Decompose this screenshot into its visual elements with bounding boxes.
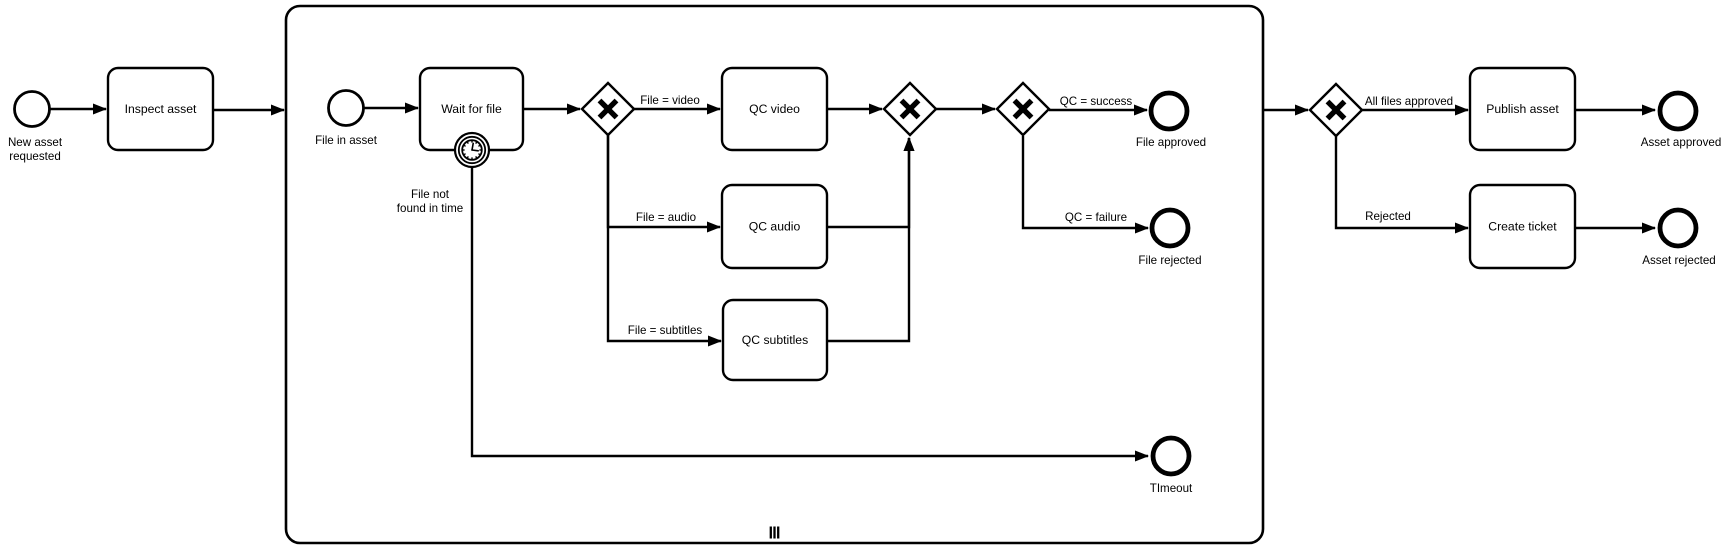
flow-qc-subtitles-to-merge[interactable] xyxy=(827,137,915,343)
end-event-asset-rejected-label: Asset rejected xyxy=(1642,254,1715,267)
task-qc-subtitles-label: QC subtitles xyxy=(742,333,808,347)
end-event-timeout[interactable]: TImeout xyxy=(1150,435,1193,495)
task-wait-for-file-label: Wait for file xyxy=(441,102,502,116)
task-inspect-asset-shape[interactable] xyxy=(106,66,215,152)
task-qc-video[interactable]: QC video xyxy=(720,66,829,152)
flow-timeout[interactable] xyxy=(470,168,1149,462)
task-publish-asset-label: Publish asset xyxy=(1486,102,1559,116)
end-event-asset-approved-label: Asset approved xyxy=(1641,136,1722,149)
task-wait-for-file[interactable]: Wait for file xyxy=(418,66,525,152)
end-event-file-approved[interactable]: File approved xyxy=(1136,90,1206,149)
subprocess-file-qc[interactable] xyxy=(284,4,1265,545)
start-event-new-asset-requested-shape[interactable] xyxy=(13,90,51,128)
gateway-file-type-split[interactable] xyxy=(580,81,636,137)
exclusive-x-icon xyxy=(1012,98,1034,120)
flow-file-audio-label: File = audio xyxy=(636,211,696,224)
end-event-file-approved-shape[interactable] xyxy=(1148,90,1190,132)
flow-file-video[interactable]: File = video xyxy=(634,94,721,115)
gateway-asset-result[interactable] xyxy=(1308,82,1364,138)
flow-file-video-label: File = video xyxy=(640,94,700,107)
flow-rejected-label: Rejected xyxy=(1365,210,1411,223)
task-qc-subtitles[interactable]: QC subtitles xyxy=(721,298,829,382)
task-qc-audio[interactable]: QC audio xyxy=(720,183,829,270)
boundary-timer-event-inner-ring xyxy=(457,135,487,165)
flow-qc-failure-label: QC = failure xyxy=(1065,211,1127,224)
exclusive-x-icon xyxy=(597,98,619,120)
flow-qc-success[interactable]: QC = success xyxy=(1049,95,1148,116)
exclusive-x-icon xyxy=(1325,99,1347,121)
flow-qc-failure-line[interactable] xyxy=(1021,136,1149,234)
task-create-ticket-label: Create ticket xyxy=(1488,220,1557,234)
end-event-file-rejected-shape[interactable] xyxy=(1149,207,1191,249)
flow-all-files-approved-label: All files approved xyxy=(1365,95,1453,108)
task-inspect-asset[interactable]: Inspect asset xyxy=(106,66,215,152)
task-qc-video-label: QC video xyxy=(749,102,800,116)
gateway-qc-result[interactable] xyxy=(995,81,1051,137)
start-event-file-in-asset-shape[interactable] xyxy=(327,89,365,127)
task-publish-asset[interactable]: Publish asset xyxy=(1468,66,1577,152)
flow-qc-success-label: QC = success xyxy=(1060,95,1133,108)
flow-file-subtitles-label: File = subtitles xyxy=(628,324,703,337)
flow-rejected[interactable]: Rejected xyxy=(1334,136,1469,234)
task-create-ticket[interactable]: Create ticket xyxy=(1468,183,1577,270)
task-qc-video-shape[interactable] xyxy=(720,66,829,152)
task-qc-audio-shape[interactable] xyxy=(720,183,829,270)
clock-icon xyxy=(461,139,483,161)
exclusive-x-icon xyxy=(899,98,921,120)
end-event-timeout-shape[interactable] xyxy=(1150,435,1192,477)
flow-all-files-approved[interactable]: All files approved xyxy=(1362,95,1469,116)
end-event-file-rejected-label: File rejected xyxy=(1138,254,1201,267)
start-event-file-in-asset[interactable]: File in asset xyxy=(315,89,378,148)
end-event-asset-approved[interactable]: Asset approved xyxy=(1641,90,1722,149)
subprocess-file-qc-border[interactable] xyxy=(284,4,1265,545)
task-publish-asset-shape[interactable] xyxy=(1468,66,1577,152)
task-qc-subtitles-shape[interactable] xyxy=(721,298,829,382)
flow-file-subtitles-line[interactable] xyxy=(606,135,722,347)
start-event-file-in-asset-label: File in asset xyxy=(315,134,378,147)
end-event-asset-rejected-shape[interactable] xyxy=(1657,207,1699,249)
task-inspect-asset-label: Inspect asset xyxy=(125,102,197,116)
gateway-qc-merge[interactable] xyxy=(882,81,938,137)
end-event-asset-approved-shape[interactable] xyxy=(1657,90,1699,132)
flow-file-subtitles[interactable]: File = subtitles xyxy=(606,135,722,347)
flow-qc-failure[interactable]: QC = failure xyxy=(1021,136,1149,234)
flow-qc-subtitles-to-merge-line[interactable] xyxy=(827,137,915,343)
task-create-ticket-shape[interactable] xyxy=(1468,183,1577,270)
parallel-multi-instance-icon xyxy=(769,526,780,539)
task-qc-audio-label: QC audio xyxy=(749,220,801,234)
end-event-asset-rejected[interactable]: Asset rejected xyxy=(1642,207,1716,267)
flow-rejected-line[interactable] xyxy=(1334,136,1469,234)
end-event-file-approved-label: File approved xyxy=(1136,136,1206,149)
flow-timeout-line[interactable] xyxy=(470,168,1149,462)
end-event-file-rejected[interactable]: File rejected xyxy=(1138,207,1202,267)
end-event-timeout-label: TImeout xyxy=(1150,482,1193,495)
